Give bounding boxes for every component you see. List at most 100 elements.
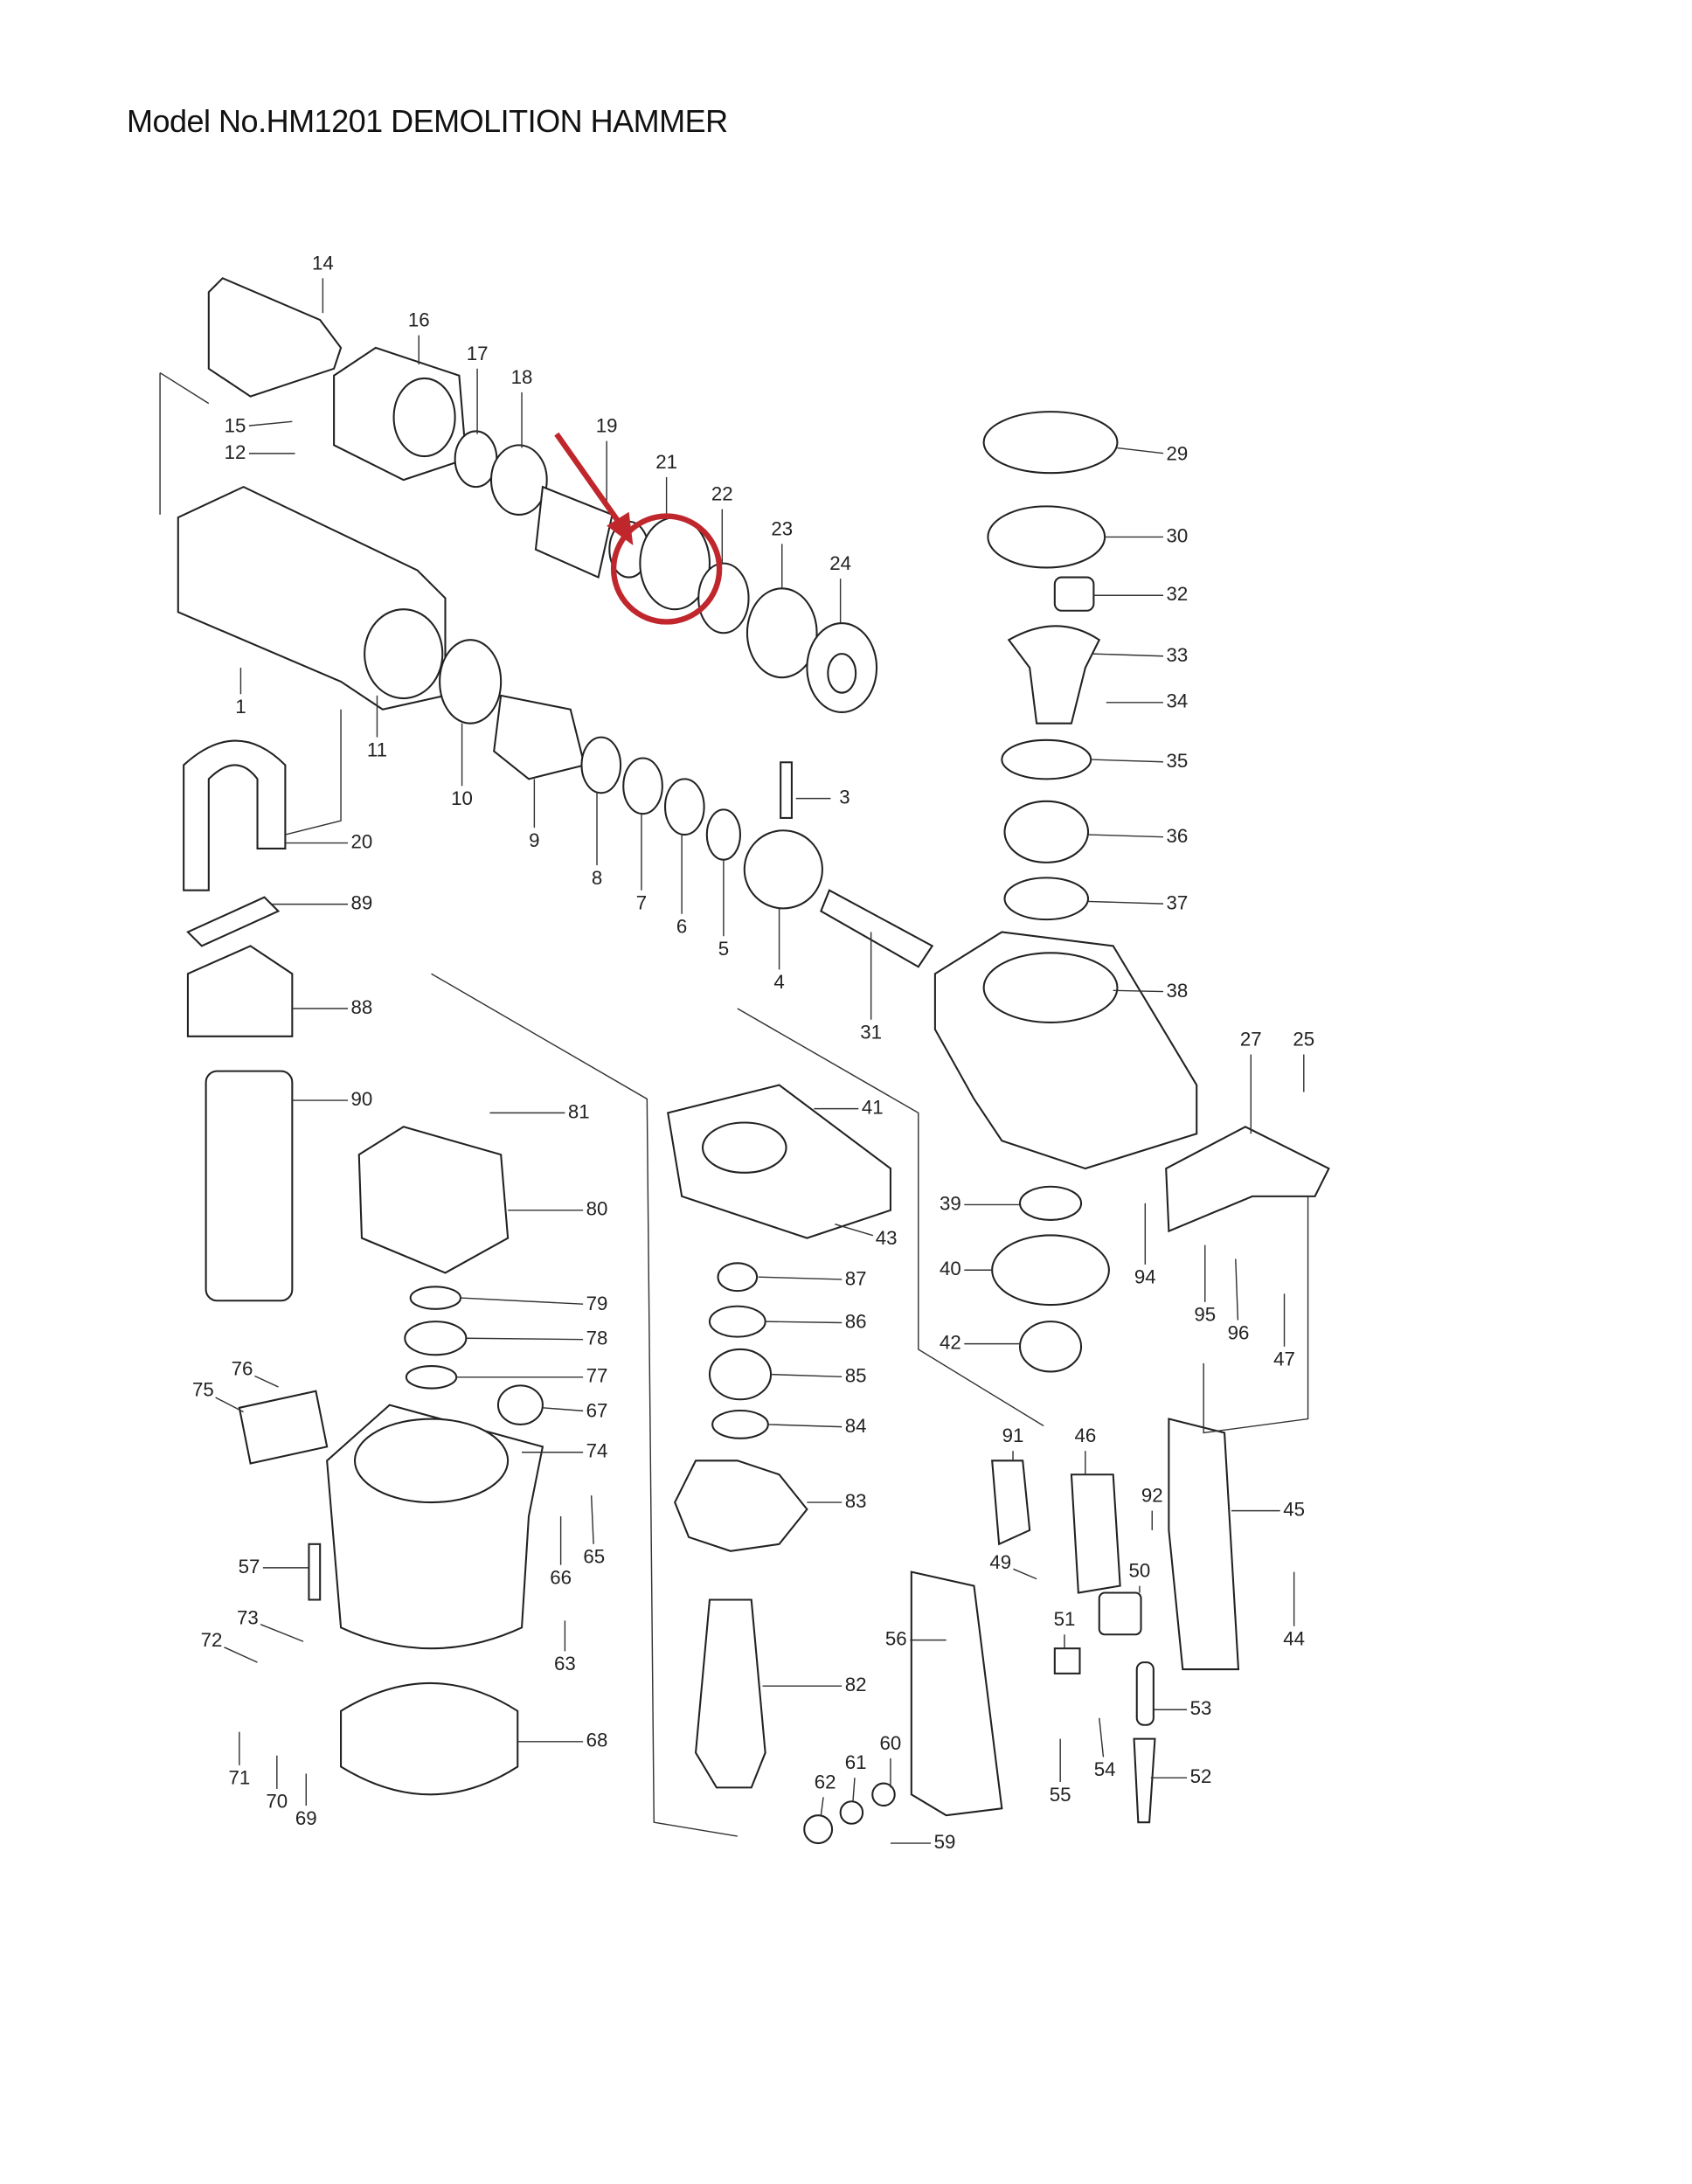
part-label-34: 34: [1167, 690, 1189, 712]
part-label-85: 85: [845, 1365, 867, 1387]
part-label-60: 60: [880, 1732, 902, 1754]
part-label-30: 30: [1167, 524, 1189, 546]
leader-line-15: [248, 420, 293, 426]
part-label-59: 59: [934, 1831, 956, 1853]
part-label-9: 9: [529, 829, 539, 851]
part-label-17: 17: [467, 343, 489, 364]
part-label-90: 90: [351, 1088, 373, 1110]
red-arrow-icon: [554, 432, 626, 530]
part-label-68: 68: [586, 1730, 608, 1751]
leader-line-43: [835, 1224, 874, 1237]
part-label-40: 40: [940, 1258, 961, 1279]
part-label-33: 33: [1167, 644, 1189, 666]
part-label-73: 73: [237, 1607, 259, 1629]
part-label-80: 80: [586, 1198, 608, 1220]
leader-line-29: [1117, 447, 1164, 454]
leader-line-37: [1088, 900, 1164, 905]
leader-line-79: [460, 1297, 584, 1305]
part-label-15: 15: [225, 415, 246, 437]
highlight-circle-part-21: [610, 513, 723, 625]
part-label-51: 51: [1054, 1608, 1076, 1630]
part-label-20: 20: [351, 830, 373, 852]
leader-line-67: [542, 1407, 584, 1412]
part-label-74: 74: [586, 1440, 608, 1462]
part-label-37: 37: [1167, 892, 1189, 914]
leader-line-35: [1091, 759, 1164, 763]
part-label-7: 7: [636, 892, 647, 914]
part-label-54: 54: [1094, 1758, 1116, 1780]
part-label-29: 29: [1167, 442, 1189, 464]
part-label-47: 47: [1273, 1349, 1295, 1370]
part-label-25: 25: [1293, 1028, 1314, 1050]
part-14-bracket: [207, 277, 343, 398]
leader-line-38: [1113, 989, 1164, 993]
part-label-38: 38: [1167, 980, 1189, 1002]
part-label-45: 45: [1283, 1499, 1305, 1521]
part-label-53: 53: [1190, 1697, 1212, 1719]
part-56-handle: [910, 1570, 1003, 1817]
part-label-52: 52: [1190, 1765, 1212, 1787]
part-label-39: 39: [940, 1192, 961, 1214]
part-label-70: 70: [266, 1791, 288, 1813]
part-label-41: 41: [862, 1096, 884, 1118]
highlight-annotation: [554, 432, 723, 625]
part-label-89: 89: [351, 892, 373, 914]
part-label-92: 92: [1141, 1485, 1163, 1507]
part-20-strap: [183, 739, 287, 891]
part-label-82: 82: [845, 1674, 867, 1695]
part-label-44: 44: [1283, 1628, 1305, 1650]
leader-line-84: [767, 1424, 843, 1428]
part-label-46: 46: [1074, 1425, 1096, 1446]
part-label-56: 56: [885, 1628, 907, 1650]
leader-line-54: [1099, 1717, 1105, 1758]
part-82-armature: [694, 1598, 766, 1789]
leader-line-36: [1088, 834, 1164, 838]
part-label-65: 65: [583, 1546, 605, 1568]
part-label-84: 84: [845, 1415, 867, 1437]
page-title: Model No.HM1201 DEMOLITION HAMMER: [127, 103, 728, 139]
part-label-22: 22: [711, 483, 733, 505]
part-label-95: 95: [1194, 1304, 1216, 1326]
part-label-24: 24: [829, 552, 851, 574]
leader-line-65: [590, 1495, 594, 1544]
part-label-66: 66: [550, 1566, 572, 1588]
part-label-36: 36: [1167, 825, 1189, 847]
leader-line-61: [852, 1778, 856, 1802]
part-label-21: 21: [655, 451, 677, 473]
part-label-16: 16: [408, 309, 430, 331]
part-label-77: 77: [586, 1365, 608, 1387]
part-label-79: 79: [586, 1293, 608, 1314]
part-label-10: 10: [451, 787, 473, 809]
part-label-75: 75: [192, 1379, 214, 1401]
part-label-57: 57: [239, 1556, 260, 1577]
leader-line-62: [820, 1797, 824, 1816]
part-label-63: 63: [554, 1653, 576, 1674]
part-label-32: 32: [1167, 583, 1189, 605]
part-label-87: 87: [845, 1267, 867, 1289]
part-label-76: 76: [232, 1358, 253, 1380]
part-label-12: 12: [225, 441, 246, 463]
leader-line-49: [1013, 1568, 1037, 1580]
part-label-19: 19: [596, 415, 618, 437]
part-label-71: 71: [228, 1767, 250, 1789]
part-90-grip: [205, 1070, 294, 1302]
part-label-1: 1: [235, 696, 246, 718]
part-label-5: 5: [718, 938, 729, 960]
part-label-18: 18: [511, 366, 533, 388]
part-label-67: 67: [586, 1399, 608, 1421]
part-label-31: 31: [860, 1022, 882, 1043]
part-label-88: 88: [351, 996, 373, 1018]
part-label-86: 86: [845, 1311, 867, 1333]
leader-line-73: [260, 1624, 304, 1642]
part-label-83: 83: [845, 1490, 867, 1512]
part-label-3: 3: [839, 787, 849, 808]
part-label-91: 91: [1002, 1425, 1024, 1446]
part-label-50: 50: [1129, 1560, 1151, 1582]
part-83-fan: [674, 1459, 808, 1552]
part-label-61: 61: [845, 1751, 867, 1773]
leader-lines: [215, 278, 1305, 1844]
part-label-27: 27: [1240, 1028, 1262, 1050]
leader-line-75: [215, 1397, 244, 1413]
part-label-69: 69: [295, 1807, 317, 1829]
part-label-81: 81: [568, 1100, 590, 1122]
